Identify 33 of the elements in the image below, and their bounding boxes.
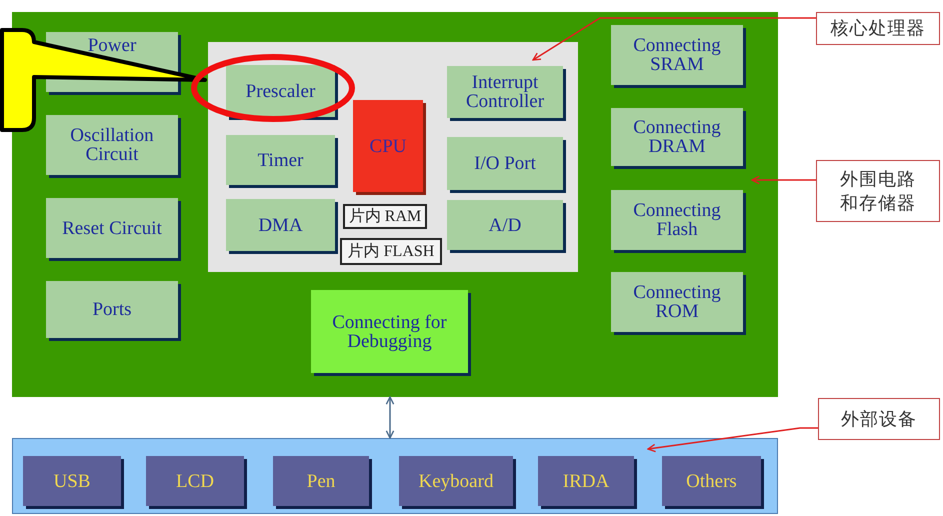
- module-box: Connecting DRAM: [611, 108, 743, 166]
- module-box: Prescaler: [226, 65, 335, 117]
- note-box: 外围电路和存储器: [816, 160, 940, 222]
- note-box: 核心处理器: [816, 12, 940, 45]
- device-box: LCD: [146, 456, 244, 506]
- module-box: Connecting SRAM: [611, 25, 743, 85]
- module-box: I/O Port: [447, 137, 563, 190]
- module-box: Ports: [46, 281, 178, 338]
- module-box: Interrupt Controller: [447, 66, 563, 118]
- module-box: Reset Circuit: [46, 198, 178, 258]
- device-box: Pen: [273, 456, 369, 506]
- device-box: IRDA: [538, 456, 634, 506]
- module-box: Connecting Flash: [611, 190, 743, 250]
- device-box: Others: [662, 456, 761, 506]
- module-box: Oscillation Circuit: [46, 115, 178, 175]
- device-box: USB: [23, 456, 121, 506]
- module-box: Timer: [226, 135, 335, 185]
- peripheral-band: [12, 438, 778, 514]
- arrow: [647, 427, 818, 452]
- module-box: Connecting ROM: [611, 272, 743, 332]
- debug-box: Connecting for Debugging: [311, 290, 468, 373]
- board-panel: [12, 12, 778, 397]
- memory-label: 片内 FLASH: [340, 238, 442, 265]
- core-panel: [208, 42, 578, 272]
- device-box: Keyboard: [399, 456, 513, 506]
- arrow: [386, 396, 394, 439]
- arrow: [751, 176, 816, 184]
- arrow: [532, 17, 816, 61]
- module-box: DMA: [226, 199, 335, 251]
- module-box: A/D: [447, 200, 563, 250]
- note-box: 外部设备: [818, 398, 940, 440]
- cpu-box: CPU: [353, 100, 423, 192]
- memory-label: 片内 RAM: [343, 204, 427, 229]
